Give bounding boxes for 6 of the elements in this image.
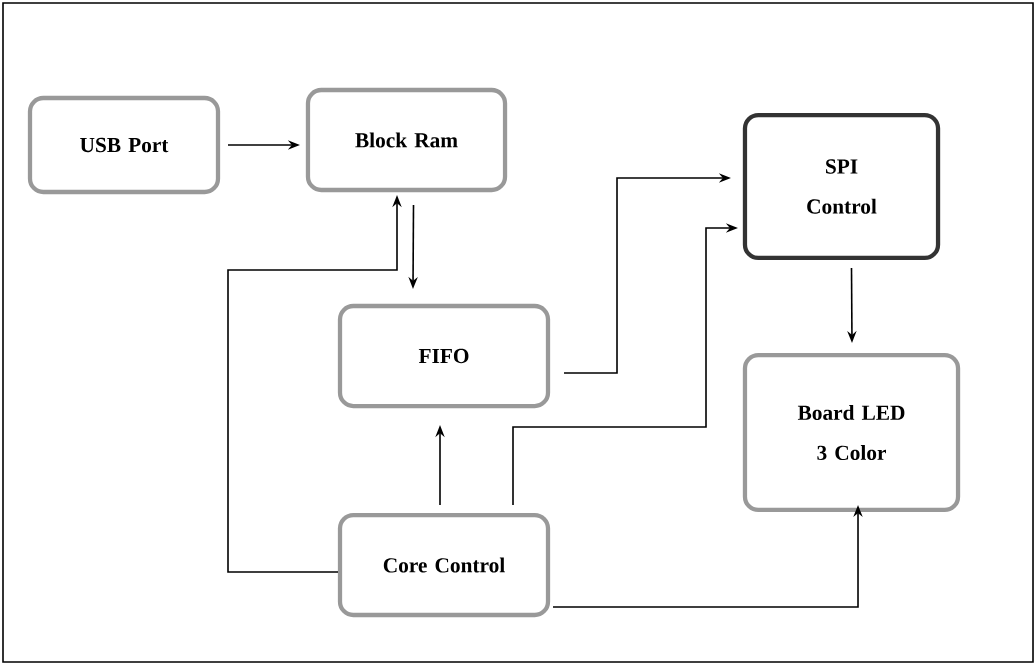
block-box: Core Control: [337, 512, 551, 618]
block-box: Board LED 3 Color: [742, 352, 961, 513]
block-box: Block Ram: [305, 87, 508, 193]
block-box: SPI Control: [742, 112, 941, 261]
block-box: USB Port: [27, 95, 221, 195]
block-box: FIFO: [337, 303, 551, 409]
